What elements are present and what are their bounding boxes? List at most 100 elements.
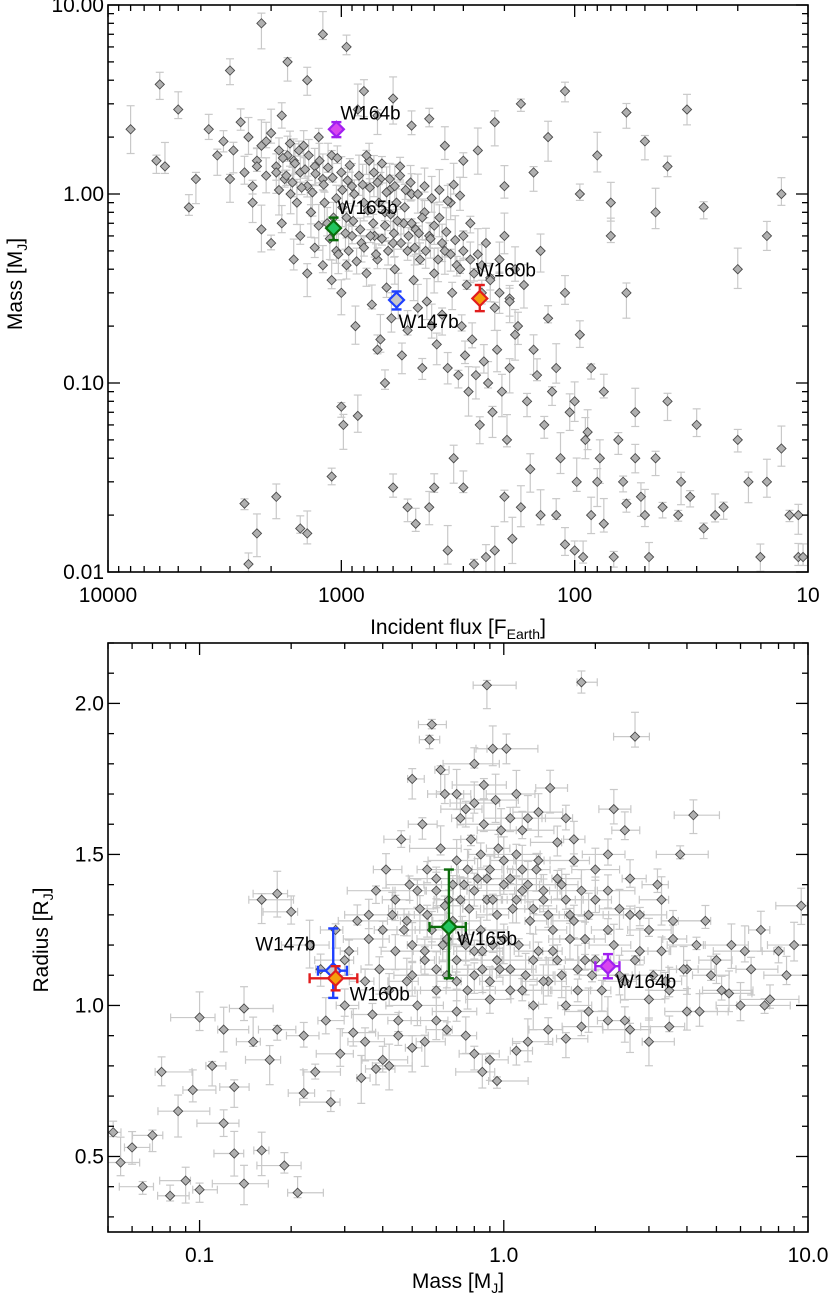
data-point bbox=[662, 161, 673, 172]
data-point bbox=[386, 313, 397, 324]
data-point bbox=[417, 362, 428, 374]
data-point bbox=[688, 809, 699, 821]
data-point bbox=[608, 551, 619, 563]
data-point bbox=[515, 502, 527, 513]
data-point bbox=[743, 476, 754, 488]
data-point bbox=[338, 419, 349, 431]
planet-label-w160b: W160b bbox=[350, 984, 410, 1005]
data-point bbox=[291, 197, 303, 208]
data-point bbox=[281, 170, 292, 181]
data-point bbox=[417, 212, 428, 223]
data-point bbox=[356, 1072, 367, 1084]
data-point bbox=[773, 945, 784, 957]
data-point bbox=[436, 309, 448, 320]
data-point bbox=[451, 976, 462, 987]
data-point bbox=[459, 350, 471, 361]
data-point bbox=[466, 334, 478, 345]
data-point bbox=[617, 476, 629, 488]
data-point bbox=[592, 150, 603, 161]
data-point bbox=[359, 1036, 371, 1047]
data-point bbox=[498, 933, 510, 945]
data-point bbox=[491, 344, 503, 355]
data-point bbox=[302, 528, 313, 539]
data-point bbox=[564, 933, 576, 945]
data-point bbox=[621, 287, 632, 299]
data-point bbox=[276, 110, 288, 121]
data-point bbox=[494, 287, 505, 299]
data-point bbox=[793, 509, 804, 521]
data-point bbox=[382, 245, 394, 257]
data-point bbox=[621, 498, 632, 509]
data-point bbox=[271, 1024, 283, 1035]
data-point bbox=[115, 1157, 126, 1168]
data-point bbox=[456, 320, 467, 332]
data-point bbox=[518, 279, 530, 291]
data-point bbox=[419, 954, 431, 966]
data-point bbox=[480, 551, 492, 563]
data-point bbox=[596, 985, 608, 996]
data-point bbox=[460, 1030, 472, 1041]
data-point bbox=[755, 924, 767, 936]
data-point bbox=[402, 502, 413, 513]
data-point bbox=[552, 954, 563, 966]
data-point bbox=[656, 945, 667, 957]
data-point bbox=[491, 909, 503, 921]
data-point bbox=[441, 1024, 453, 1035]
data-point bbox=[469, 1048, 480, 1060]
data-point bbox=[569, 545, 580, 556]
data-point bbox=[421, 296, 433, 307]
data-point bbox=[289, 158, 301, 169]
data-point bbox=[365, 230, 376, 242]
data-point bbox=[395, 237, 407, 249]
data-point bbox=[499, 491, 510, 503]
data-point bbox=[630, 407, 641, 418]
data-point bbox=[376, 158, 388, 169]
y-axis-label: Mass [MJ] bbox=[4, 238, 30, 330]
data-point bbox=[732, 263, 743, 275]
data-point bbox=[126, 1142, 138, 1153]
data-point bbox=[187, 1084, 199, 1096]
data-point bbox=[194, 1184, 205, 1195]
highlight-marker-w164b bbox=[598, 957, 618, 976]
y-tick-label: 1.00 bbox=[63, 183, 104, 206]
data-point bbox=[664, 985, 675, 996]
data-point bbox=[414, 903, 426, 915]
highlight-marker-w164b bbox=[327, 120, 346, 139]
data-point bbox=[643, 551, 655, 563]
data-point bbox=[499, 230, 510, 242]
data-point bbox=[441, 226, 452, 238]
data-point bbox=[381, 282, 392, 293]
data-point bbox=[619, 976, 631, 987]
data-point bbox=[574, 188, 586, 200]
data-point bbox=[229, 1148, 240, 1159]
data-point bbox=[180, 1175, 191, 1186]
data-point bbox=[271, 888, 283, 899]
data-point bbox=[431, 873, 442, 884]
data-point bbox=[458, 482, 469, 493]
x-axis-label: Mass [MJ] bbox=[412, 1270, 504, 1296]
y-tick-label: 2.0 bbox=[75, 692, 104, 715]
data-point bbox=[576, 885, 587, 896]
data-point bbox=[388, 228, 400, 239]
data-point bbox=[624, 1024, 636, 1035]
data-point bbox=[344, 159, 356, 171]
data-point bbox=[173, 104, 184, 115]
data-point bbox=[477, 963, 488, 975]
data-point bbox=[402, 245, 413, 257]
data-point bbox=[542, 131, 554, 143]
data-point bbox=[372, 344, 383, 355]
data-point bbox=[577, 551, 589, 563]
data-point bbox=[776, 443, 787, 454]
data-point bbox=[336, 401, 347, 412]
data-point bbox=[428, 220, 440, 231]
data-point bbox=[337, 202, 348, 213]
data-point bbox=[491, 954, 503, 966]
data-point bbox=[469, 797, 480, 809]
data-point bbox=[260, 170, 272, 181]
data-point bbox=[229, 1081, 240, 1093]
data-point bbox=[511, 788, 522, 800]
data-point bbox=[643, 994, 655, 1005]
data-point bbox=[493, 843, 504, 854]
planet-label-w165b: W165b bbox=[457, 929, 517, 950]
data-point bbox=[401, 976, 413, 987]
